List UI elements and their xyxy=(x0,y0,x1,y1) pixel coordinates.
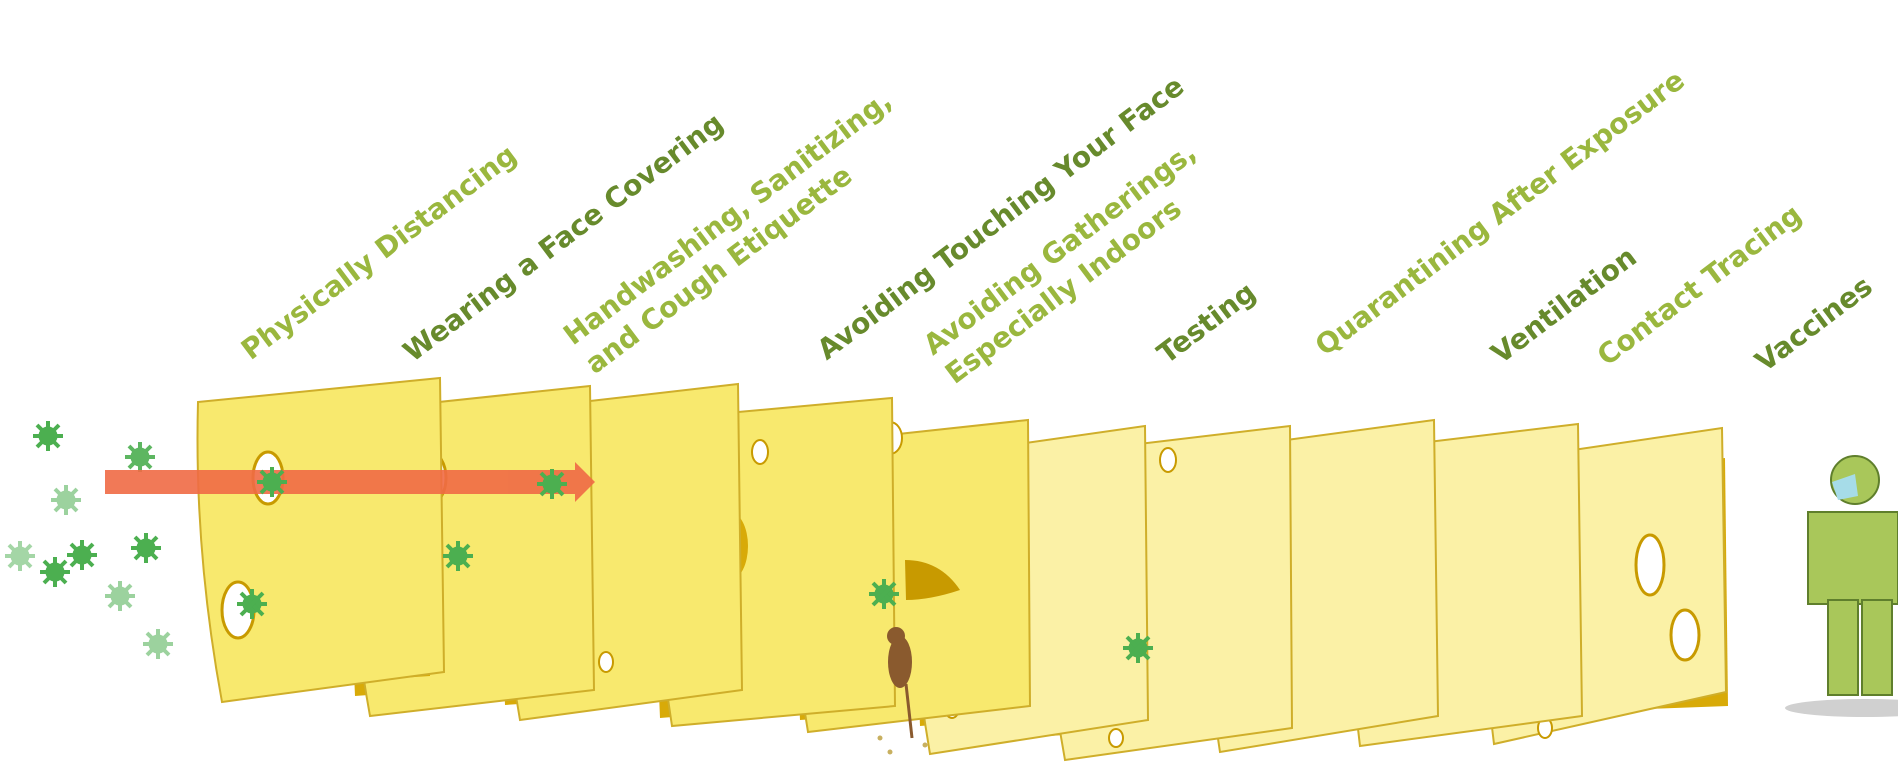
cheese-slices xyxy=(198,378,1729,760)
cheese-slice-1 xyxy=(198,378,445,702)
person-icon xyxy=(1785,456,1898,717)
virus-cluster-icon xyxy=(5,421,173,659)
